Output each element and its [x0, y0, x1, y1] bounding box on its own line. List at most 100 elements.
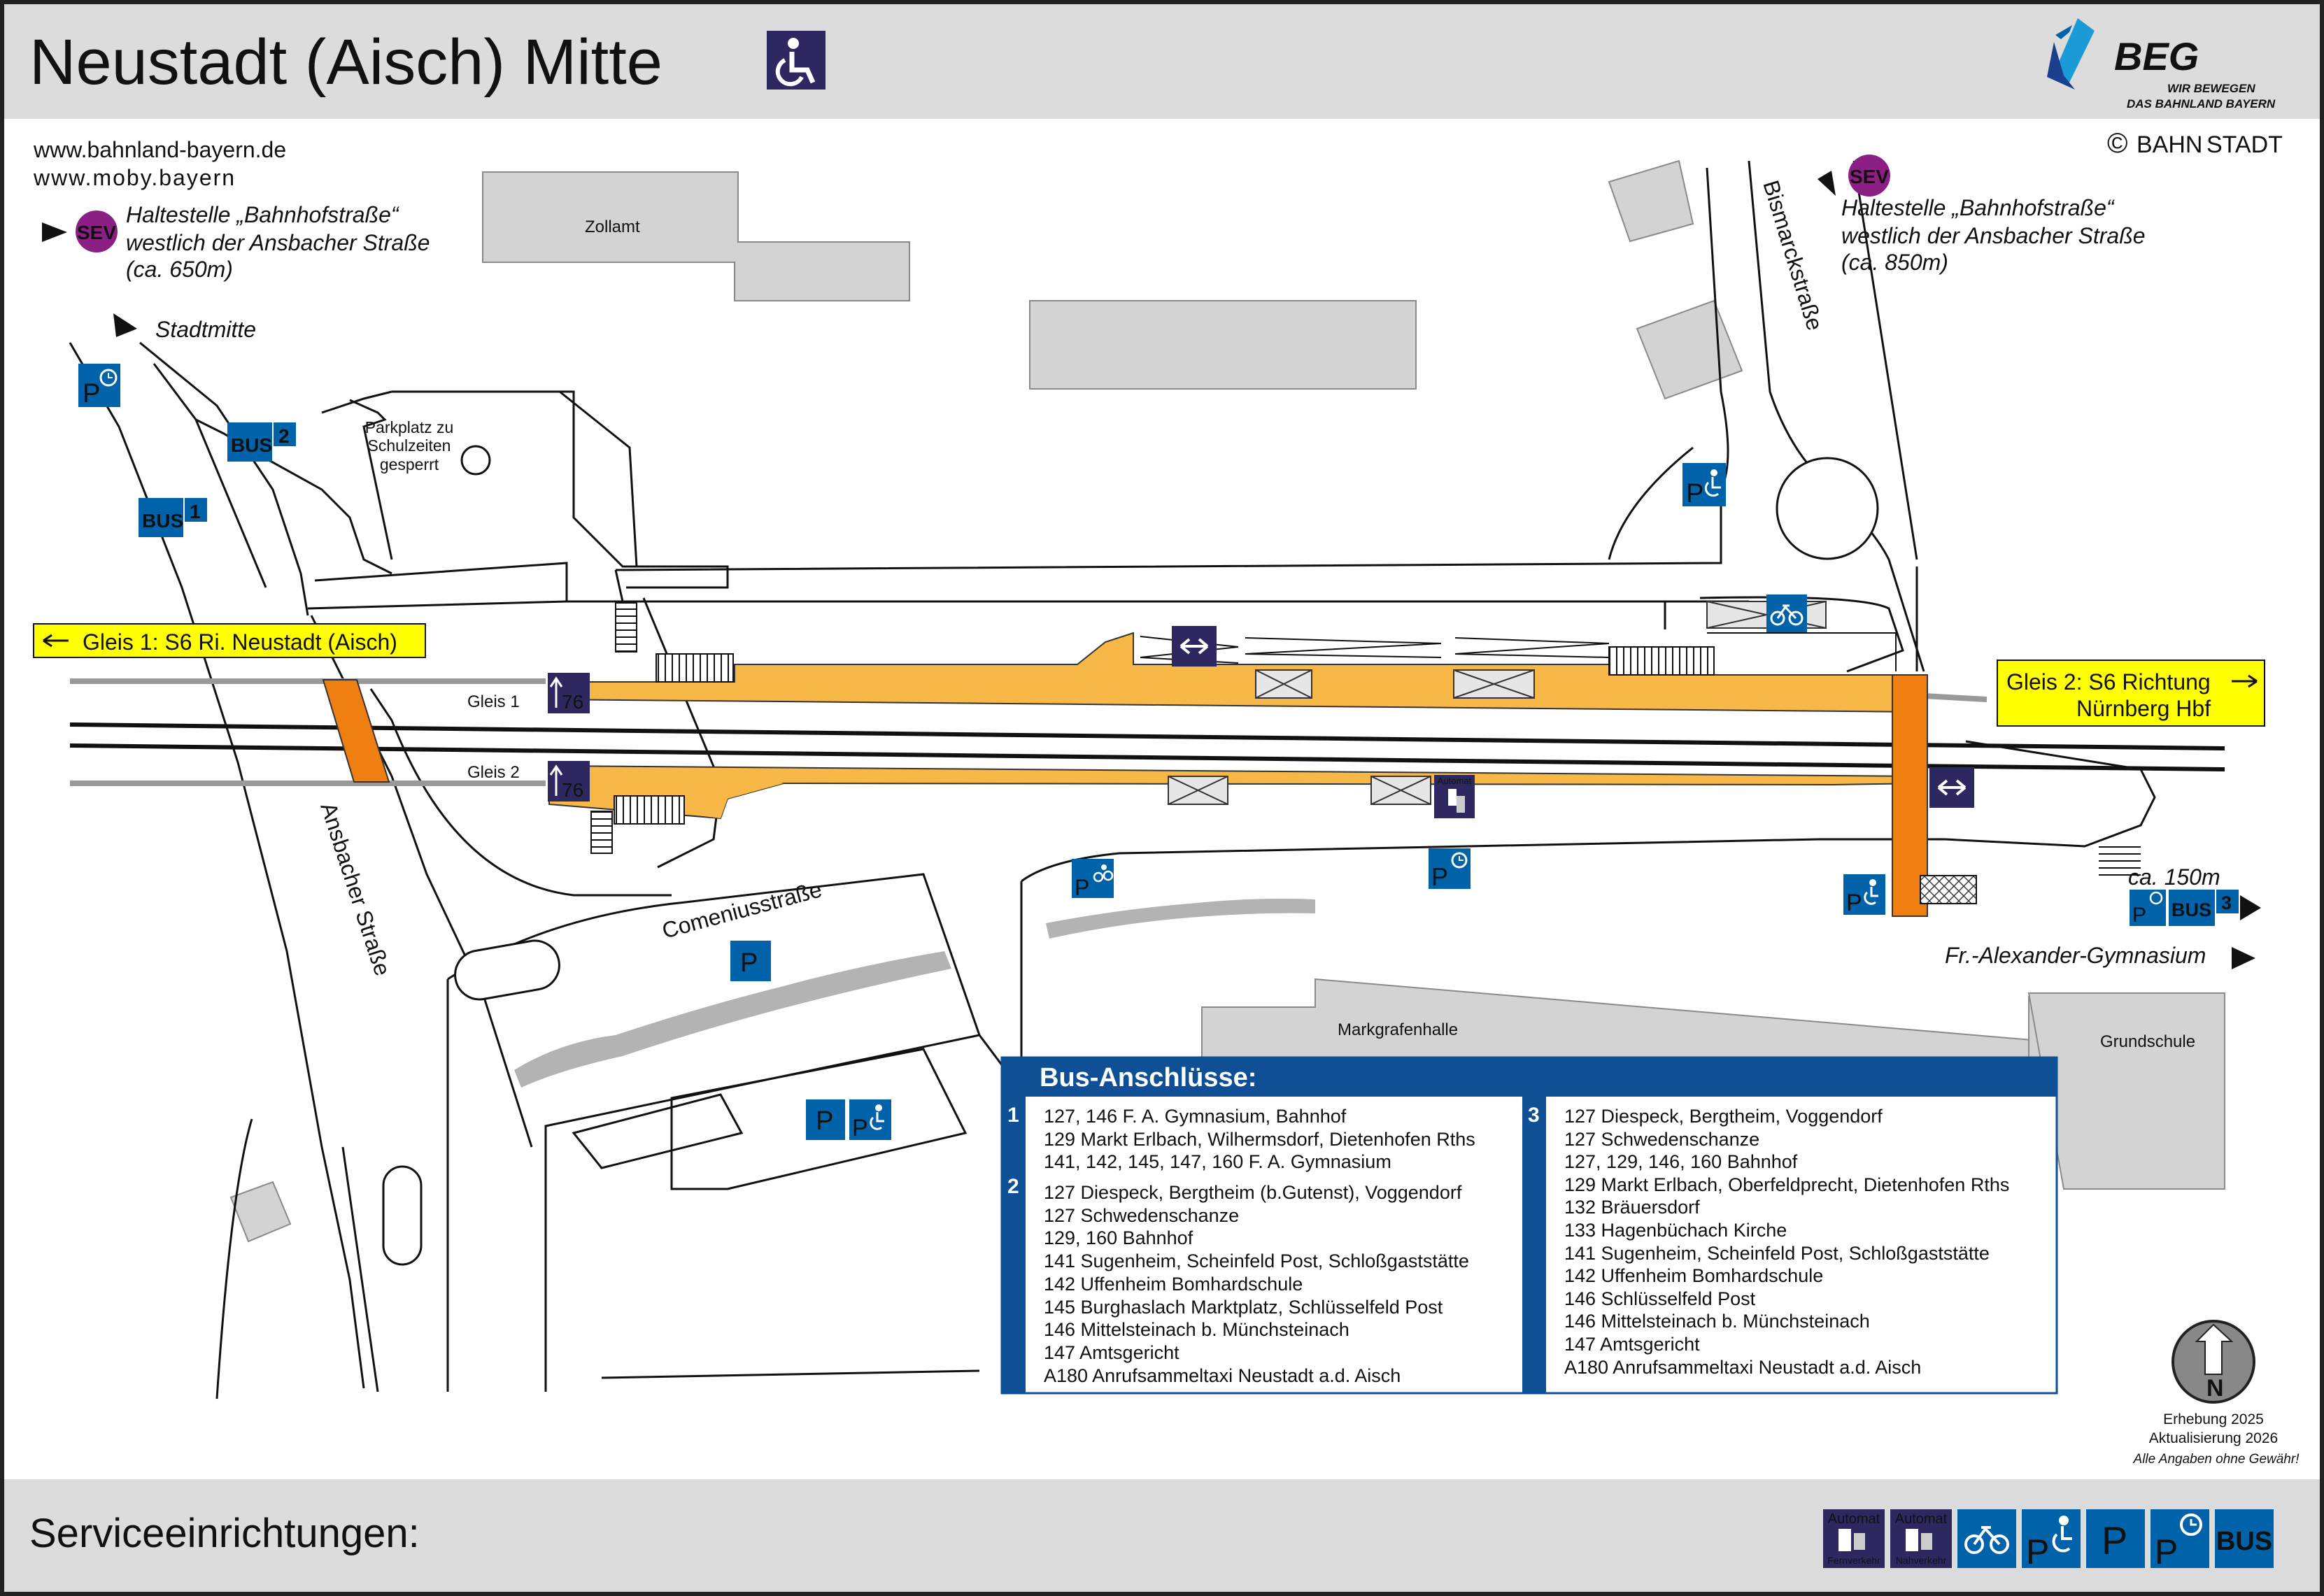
bus-line: 127 Diespeck, Bergtheim, Voggendorf [1564, 1106, 1883, 1127]
disabled-parking-icon: P [849, 1099, 891, 1141]
bicycle-parking-icon: P [1072, 859, 1114, 900]
roundabout [1776, 457, 1879, 560]
tree-rows [514, 898, 1315, 1088]
bus-line: 127, 146 F. A. Gymnasium, Bahnhof [1044, 1106, 1347, 1127]
bus-line: 129, 160 Bahnhof [1044, 1227, 1193, 1249]
bus-line: 142 Uffenheim Bomhardschule [1564, 1265, 1824, 1287]
label-gleis-1: Gleis 1 [467, 692, 520, 711]
label-zollamt: Zollamt [585, 218, 640, 236]
bus-connections-title: Bus-Anschlüsse: [1040, 1063, 1257, 1092]
svg-text:3: 3 [2221, 892, 2232, 913]
label-parkplatz-1: Parkplatz zu [365, 418, 454, 436]
parking-icon: P [730, 941, 771, 981]
label-parkplatz-3: gesperrt [380, 455, 439, 473]
svg-text:STADT: STADT [2206, 131, 2283, 158]
bus-connections-stop-3-number: 3 [1528, 1104, 1540, 1127]
svg-text:76: 76 [562, 691, 583, 713]
bus-line: A180 Anrufsammeltaxi Neustadt a.d. Aisch [1564, 1356, 1922, 1378]
bus-stop-2: BUS 2 [227, 422, 296, 462]
sev-left-line-2: westlich der Ansbacher Straße [126, 230, 430, 255]
building-ne-2 [1636, 299, 1743, 400]
bus-line: 133 Hagenbüchach Kirche [1564, 1219, 1787, 1241]
svg-text:Gleis 2: S6 Richtung: Gleis 2: S6 Richtung [2006, 669, 2211, 694]
svg-text:Automat: Automat [1895, 1511, 1948, 1527]
page-title: Neustadt (Aisch) Mitte [29, 27, 663, 98]
sev-badge-left: SEV [76, 211, 118, 252]
svg-text:P: P [2132, 904, 2146, 927]
label-distance: ca. 150m [2128, 864, 2220, 890]
buildings [229, 159, 2225, 1243]
stairs [590, 602, 2141, 904]
bus-connections-stop-1: 127, 146 F. A. Gymnasium, Bahnhof 129 Ma… [1044, 1105, 1475, 1174]
crossing-arrow-icon [1929, 767, 1974, 808]
svg-text:Automat: Automat [1438, 776, 1472, 786]
bus-line: 147 Amtsgericht [1564, 1333, 1700, 1355]
legend-bicycle-parking-icon [1957, 1509, 2016, 1568]
svg-text:P: P [1686, 479, 1703, 508]
survey-year: Erhebung 2025 [2163, 1411, 2264, 1427]
platform-height-gleis-2: 76 [548, 761, 590, 801]
legend-parking-icon: P [2086, 1509, 2145, 1568]
bus-line: 127 Schwedenschanze [1564, 1128, 1760, 1150]
beg-logo-text: BEG [2114, 34, 2199, 78]
svg-text:P: P [2102, 1518, 2127, 1562]
svg-text:SEV: SEV [77, 222, 116, 243]
legend-park-and-ride-time-icon: P [2151, 1509, 2209, 1572]
bus-line: 147 Amtsgericht [1044, 1341, 1179, 1363]
svg-text:76: 76 [562, 779, 583, 801]
building-zollamt [482, 171, 910, 301]
bus-line: 146 Schlüsselfeld Post [1564, 1288, 1756, 1309]
label-grundschule: Grundschule [2100, 1032, 2195, 1051]
wheelchair-icon [767, 31, 826, 90]
bicycle-parking-icon [1766, 594, 1807, 632]
bus-line: 142 Uffenheim Bomhardschule [1044, 1273, 1303, 1295]
svg-text:P: P [1431, 862, 1448, 891]
bus-connections-stop-2-number: 2 [1007, 1175, 1019, 1198]
sev-badge-right: SEV [1848, 155, 1890, 197]
park-and-ride-time-icon: P [2130, 890, 2166, 927]
legend-ticket-machine-nahverkehr-icon: Automat Nahverkehr [1890, 1509, 1952, 1568]
svg-text:P: P [740, 948, 758, 978]
svg-text:BUS: BUS [2171, 899, 2211, 920]
parking-icon: P [806, 1099, 845, 1140]
services-label: Serviceeinrichtungen: [29, 1511, 420, 1556]
bus-line: 132 Bräuersdorf [1564, 1197, 1700, 1218]
bus-line: 146 Mittelsteinach b. Münchsteinach [1564, 1311, 1870, 1332]
bus-line: 141 Sugenheim, Scheinfeld Post, Schloßga… [1044, 1251, 1469, 1272]
bus-line: 141 Sugenheim, Scheinfeld Post, Schloßga… [1564, 1242, 1990, 1264]
legend-disabled-parking-icon: P [2022, 1509, 2081, 1572]
svg-text:P: P [2026, 1532, 2049, 1572]
svg-text:1: 1 [190, 501, 201, 522]
beg-logo: BEG WIR BEWEGEN DAS BAHNLAND BAYERN [2047, 18, 2276, 111]
update-year: Aktualisierung 2026 [2149, 1430, 2278, 1446]
svg-text:P: P [83, 379, 100, 408]
building-sw [229, 1181, 292, 1243]
svg-text:P: P [2155, 1532, 2178, 1572]
direction-arrows [42, 171, 2261, 969]
link-moby[interactable]: www.moby.bayern [33, 165, 236, 190]
sev-right-line-2: westlich der Ansbacher Straße [1841, 223, 2146, 248]
svg-text:N: N [2206, 1375, 2224, 1402]
svg-text:P: P [816, 1106, 833, 1136]
sev-right-line-3: (ca. 850m) [1841, 250, 1948, 275]
svg-text:BAHN: BAHN [2137, 131, 2202, 158]
label-gleis-2: Gleis 2 [467, 763, 520, 782]
label-stadtmitte: Stadtmitte [155, 317, 256, 342]
bus-stop-1: BUS 1 [139, 498, 207, 537]
sev-right-line-1: Haltestelle „Bahnhofstraße“ [1841, 195, 2116, 220]
bus-connections-stop-3: 127 Diespeck, Bergtheim, Voggendorf 127 … [1564, 1105, 2009, 1378]
sign-gleis-2: Gleis 2: S6 Richtung Nürnberg Hbf [1997, 660, 2265, 727]
crossing-arrow-icon [1172, 626, 1217, 667]
legend-ticket-machine-fernverkehr-icon: Automat Fernverkehr [1823, 1509, 1885, 1568]
bus-line: 127, 129, 146, 160 Bahnhof [1564, 1151, 1798, 1173]
park-and-ride-time-icon: P [1429, 848, 1471, 891]
svg-text:Automat: Automat [1828, 1511, 1880, 1527]
beg-tagline-2: DAS BAHNLAND BAYERN [2127, 97, 2276, 111]
bus-connections-panel [1000, 1056, 2058, 1395]
disclaimer: Alle Angaben ohne Gewähr! [2133, 1452, 2300, 1467]
bus-line: 146 Mittelsteinach b. Münchsteinach [1044, 1319, 1349, 1341]
svg-text:©: © [2107, 128, 2127, 159]
svg-text:BUS: BUS [2216, 1527, 2272, 1556]
link-bahnland[interactable]: www.bahnland-bayern.de [33, 137, 286, 162]
building-ne-1 [1608, 159, 1694, 243]
